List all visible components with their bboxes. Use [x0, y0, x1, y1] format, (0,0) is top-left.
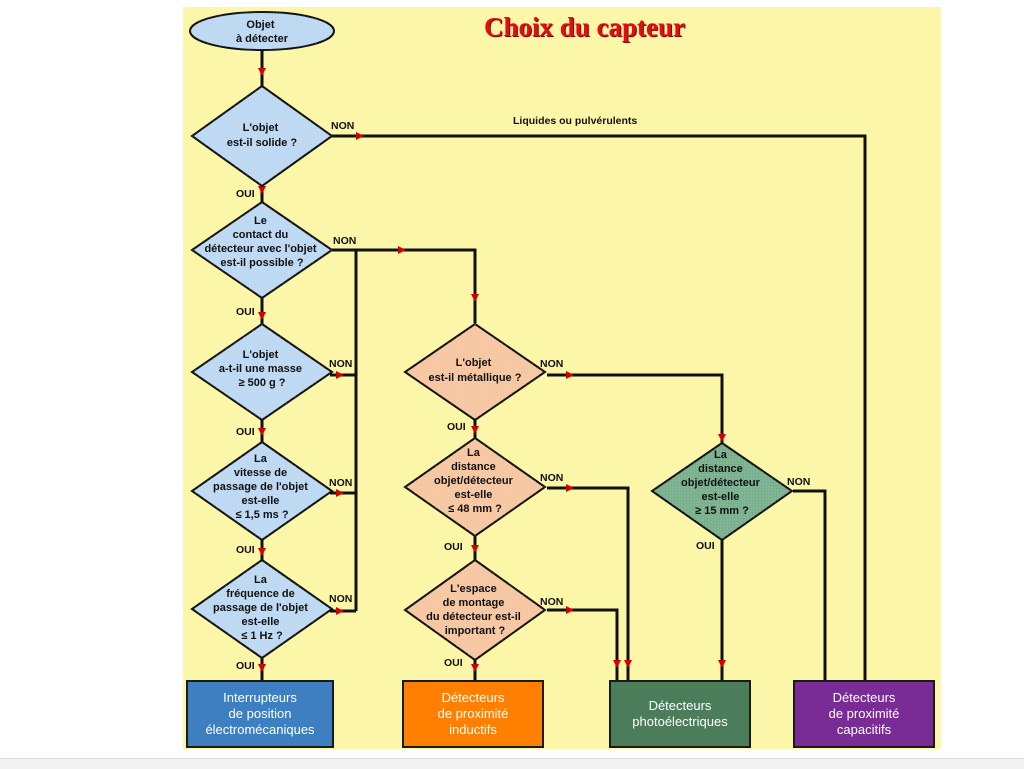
non-label: NON	[329, 358, 352, 370]
oui-label: OUI	[236, 306, 255, 318]
arrow-marker	[566, 371, 574, 379]
outcome-photoelectriques: Détecteurs photoélectriques	[609, 680, 751, 748]
arrow-marker	[718, 434, 726, 442]
svg-text:L'espace de montage: L'espace de montage du détecteur est-il …	[426, 583, 524, 637]
arrow-marker	[471, 545, 479, 553]
arrow-marker	[336, 607, 344, 615]
decision-metallique: L'objet est-il métallique ?	[403, 322, 547, 422]
decision-masse: L'objet a-t-il une masse ≥ 500 g ?	[190, 322, 334, 422]
svg-text:La distance objet/: La distance objet/détecteur est-elle ≥ 1…	[681, 449, 763, 517]
svg-text:La vitesse de pass: La vitesse de passage de l'objet est-ell…	[213, 453, 311, 521]
arrow-marker	[336, 371, 344, 379]
decision-frequence: La fréquence de passage de l'objet est-e…	[190, 558, 334, 660]
start-node: Objet à détecter	[189, 11, 335, 51]
svg-text:La fréquence de pa: La fréquence de passage de l'objet est-e…	[213, 574, 311, 642]
svg-text:La distance objet/: La distance objet/détecteur est-elle ≤ 4…	[434, 447, 516, 515]
arrow-marker	[398, 246, 406, 254]
oui-label: OUI	[236, 188, 255, 200]
page-title: Choix du capteur	[484, 12, 686, 42]
arrow-marker	[624, 660, 632, 668]
arrow-marker	[258, 186, 266, 194]
arrow-marker	[258, 68, 266, 76]
svg-text:Le contact du déte: Le contact du détecteur avec l'objet est…	[204, 215, 319, 269]
outcome-inductifs: Détecteurs de proximité inductifs	[402, 680, 544, 748]
outcome-capacitifs: Détecteurs de proximité capacitifs	[793, 680, 935, 748]
oui-label: OUI	[236, 426, 255, 438]
non-label: NON	[329, 477, 352, 489]
decision-vitesse: La vitesse de passage de l'objet est-ell…	[190, 440, 334, 542]
non-label: NON	[333, 235, 356, 247]
svg-text:L'objet est-il solide ?: L'objet est-il solide ?	[227, 122, 298, 149]
arrow-marker	[566, 484, 574, 492]
arrow-marker	[566, 606, 574, 614]
non-label: NON	[331, 120, 354, 132]
oui-label: OUI	[444, 541, 463, 553]
non-label: NON	[787, 476, 810, 488]
connector-lines	[260, 49, 867, 680]
arrow-marker	[471, 664, 479, 672]
arrow-marker	[258, 548, 266, 556]
non-label: NON	[329, 593, 352, 605]
arrow-marker	[356, 132, 364, 140]
oui-label: OUI	[444, 657, 463, 669]
decision-distance15: La distance objet/détecteur est-elle ≥ 1…	[650, 441, 794, 542]
arrow-marker	[258, 312, 266, 320]
oui-label: OUI	[447, 421, 466, 433]
arrow-marker	[613, 660, 621, 668]
decision-contact: Le contact du détecteur avec l'objet est…	[190, 200, 334, 300]
non-label: NON	[540, 472, 563, 484]
arrow-marker	[258, 428, 266, 436]
decision-solide: L'objet est-il solide ?	[190, 84, 334, 188]
outcome-interrupteurs: Interrupteurs de position électromécaniq…	[186, 680, 334, 748]
branch-labels: NON OUI NON OUI NON OUI NON OUI NON OUI …	[236, 115, 810, 672]
non-label: NON	[540, 596, 563, 608]
decision-espace: L'espace de montage du détecteur est-il …	[403, 558, 547, 662]
svg-text:L'objet a-t-il une masse: L'objet a-t-il une masse ≥ 500 g ?	[219, 349, 305, 389]
arrow-markers	[258, 68, 726, 672]
arrow-marker	[471, 426, 479, 434]
svg-text:L'objet est-il métalliqu: L'objet est-il métallique ?	[429, 357, 522, 384]
oui-label: OUI	[236, 544, 255, 556]
arrow-marker	[718, 660, 726, 668]
arrow-marker	[336, 489, 344, 497]
start-label: Objet à détecter	[236, 19, 289, 45]
oui-label: OUI	[236, 660, 255, 672]
oui-label: OUI	[696, 540, 715, 552]
arrow-marker	[258, 664, 266, 672]
bottom-strip	[0, 758, 1024, 769]
liquides-label: Liquides ou pulvérulents	[513, 115, 637, 127]
non-label: NON	[540, 358, 563, 370]
arrow-marker	[471, 294, 479, 302]
decision-distance48: La distance objet/détecteur est-elle ≤ 4…	[403, 436, 547, 538]
